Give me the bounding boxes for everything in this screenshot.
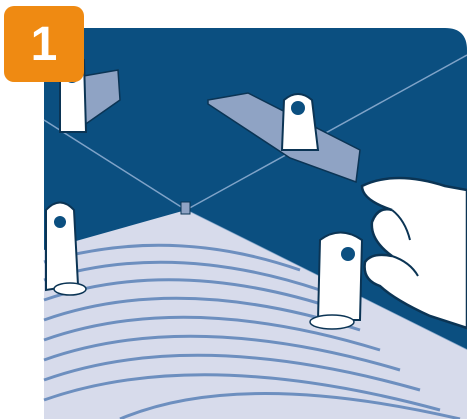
- center-post: [181, 202, 190, 214]
- step-number-badge: 1: [4, 6, 84, 82]
